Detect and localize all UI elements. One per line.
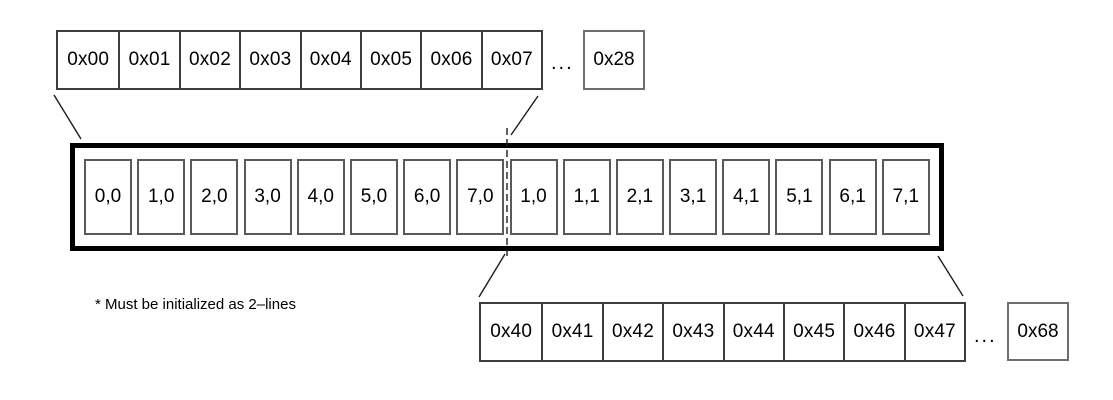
buffer-cell: 1,0 (137, 159, 186, 235)
address-cell: 0x47 (903, 304, 964, 360)
buffer-cell: 4,1 (722, 159, 771, 235)
buffer-cell: 7,1 (881, 159, 930, 235)
address-cell: 0x01 (118, 32, 178, 88)
buffer-cell: 6,1 (828, 159, 877, 235)
buffer-cell: 4,0 (296, 159, 345, 235)
footnote: * Must be initialized as 2–lines (95, 296, 296, 313)
connector-top-right (510, 95, 539, 136)
address-cell: 0x44 (722, 304, 783, 360)
address-cell: 0x42 (601, 304, 662, 360)
buffer-cell: 0,0 (84, 159, 132, 235)
top-address-row: 0x00 0x01 0x02 0x03 0x04 0x05 0x06 0x07 (56, 30, 544, 90)
buffer-cell: 6,0 (403, 159, 452, 235)
bottom-row-ellipsis: ... (974, 325, 997, 347)
address-cell: 0x41 (541, 304, 601, 360)
top-row-tail-address-cell: 0x28 (583, 30, 645, 90)
buffer-cell: 1,1 (562, 159, 611, 235)
buffer-cell: 5,1 (775, 159, 824, 235)
connector-top-left (53, 94, 82, 140)
address-cell: 0x00 (67, 49, 110, 70)
bottom-row-tail-address-cell: 0x68 (1007, 302, 1069, 361)
buffer-cell: 3,0 (243, 159, 292, 235)
address-cell: 0x45 (782, 304, 843, 360)
address-cell: 0x03 (239, 32, 299, 88)
address-cell: 0x06 (420, 32, 480, 88)
buffer-cell: 7,0 (456, 159, 505, 235)
buffer-cell: 2,0 (190, 159, 239, 235)
connector-bottom-left (478, 253, 506, 298)
address-cell: 0x40 (490, 321, 533, 342)
buffer-cell: 2,1 (615, 159, 664, 235)
top-row-ellipsis: ... (551, 52, 574, 74)
address-cell: 0x43 (662, 304, 722, 360)
buffer-cell: 1,0 (509, 159, 558, 235)
address-cell: 0x46 (843, 304, 903, 360)
address-cell: 0x04 (299, 32, 360, 88)
buffer-cell: 5,0 (349, 159, 398, 235)
connector-bottom-right (937, 255, 964, 297)
address-cell: 0x07 (480, 32, 541, 88)
buffer-cell: 3,1 (669, 159, 718, 235)
bottom-address-row: 0x40 0x41 0x42 0x43 0x44 0x45 0x46 0x47 (479, 302, 967, 362)
display-buffer-frame: 0,0 1,0 2,0 3,0 4,0 5,0 6,0 7,0 1,0 1,1 … (70, 143, 944, 251)
address-cell: 0x05 (359, 32, 420, 88)
address-cell: 0x02 (178, 32, 239, 88)
